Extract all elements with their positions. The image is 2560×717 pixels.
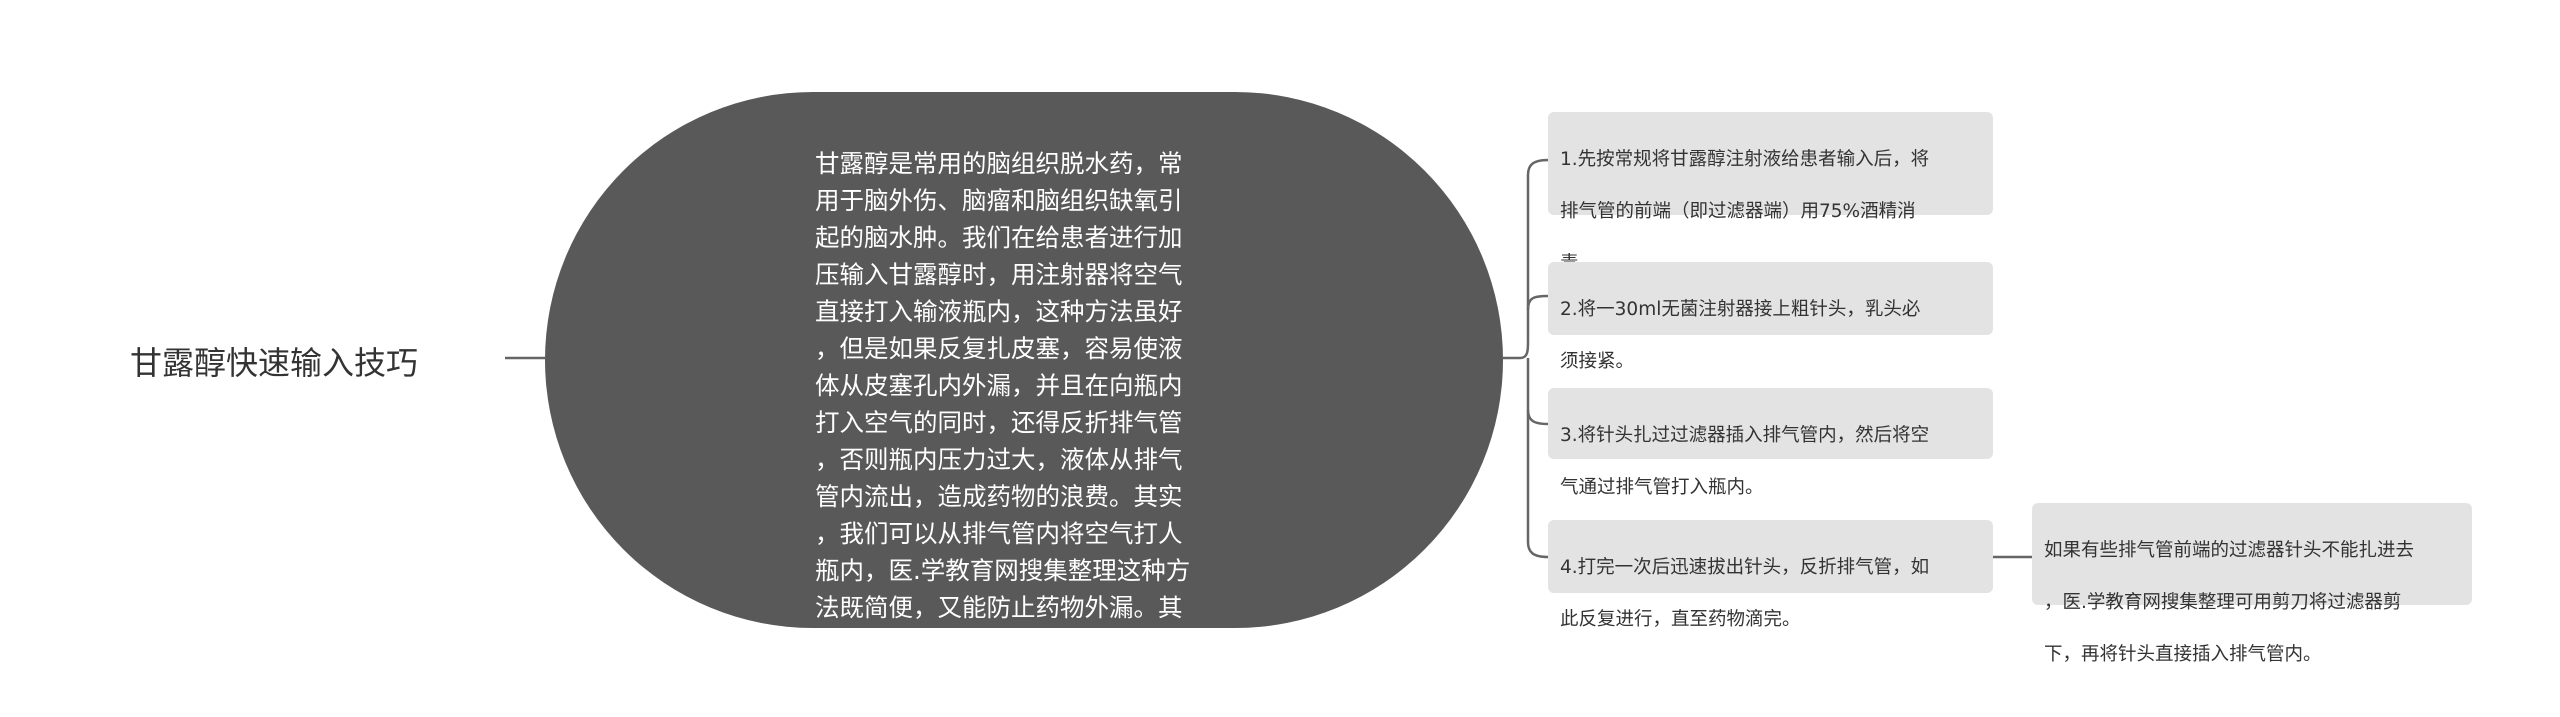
center-line: 压输入甘露醇时，用注射器将空气 <box>815 260 1183 289</box>
center-topic: 甘露醇是常用的脑组织脱水药，常 用于脑外伤、脑瘤和脑组织缺氧引 起的脑水肿。我们… <box>545 92 1503 659</box>
center-line: 用于脑外伤、脑瘤和脑组织缺氧引 <box>815 186 1183 215</box>
tree-trunk <box>1503 158 1549 559</box>
branch-2 <box>1526 294 1549 311</box>
center-line: 瓶内，医.学教育网搜集整理这种方 <box>815 556 1191 585</box>
center-line: ，但是如果反复扎皮塞，容易使液 <box>815 334 1183 363</box>
center-line: 直接打入输液瓶内，这种方法虽好 <box>815 297 1183 326</box>
note-line: 如果有些排气管前端的过滤器针头不能扎进去 <box>2044 540 2415 561</box>
step-2-line: 须接紧。 <box>1560 351 1635 372</box>
note-node: 如果有些排气管前端的过滤器针头不能扎进去 ，医.学教育网搜集整理可用剪刀将过滤器… <box>2032 503 2472 665</box>
center-line: ，否则瓶内压力过大，液体从排气 <box>815 445 1183 474</box>
center-line: 具体方法如下： <box>815 630 987 659</box>
step-3-line: 3.将针头扎过过滤器插入排气管内，然后将空 <box>1560 425 1930 446</box>
step-3-line: 气通过排气管打入瓶内。 <box>1560 477 1764 498</box>
step-3-node: 3.将针头扎过过滤器插入排气管内，然后将空 气通过排气管打入瓶内。 <box>1548 388 1993 498</box>
step-1-line: 排气管的前端（即过滤器端）用75%酒精消 <box>1560 201 1916 222</box>
center-line: 法既简便，又能防止药物外漏。其 <box>815 593 1183 622</box>
step-1-node: 1.先按常规将甘露醇注射液给患者输入后，将 排气管的前端（即过滤器端）用75%酒… <box>1548 112 1993 274</box>
step-4-line: 4.打完一次后迅速拔出针头，反折排气管，如 <box>1560 557 1930 578</box>
step-2-node: 2.将一30ml无菌注射器接上粗针头，乳头必 须接紧。 <box>1548 262 1993 372</box>
note-line: 下，再将针头直接插入排气管内。 <box>2044 644 2322 665</box>
note-line: ，医.学教育网搜集整理可用剪刀将过滤器剪 <box>2044 592 2402 613</box>
center-line: 管内流出，造成药物的浪费。其实 <box>815 482 1183 511</box>
center-line: 打入空气的同时，还得反折排气管 <box>815 408 1183 437</box>
step-4-node: 4.打完一次后迅速拔出针头，反折排气管，如 此反复进行，直至药物滴完。 <box>1548 520 1993 630</box>
step-2-line: 2.将一30ml无菌注射器接上粗针头，乳头必 <box>1560 299 1921 320</box>
center-line: 甘露醇是常用的脑组织脱水药，常 <box>815 149 1183 178</box>
root-topic: 甘露醇快速输入技巧 <box>130 344 419 382</box>
step-4-line: 此反复进行，直至药物滴完。 <box>1560 609 1801 630</box>
center-topic-text: 甘露醇是常用的脑组织脱水药，常 用于脑外伤、脑瘤和脑组织缺氧引 起的脑水肿。我们… <box>815 108 1255 663</box>
center-line: 体从皮塞孔内外漏，并且在向瓶内 <box>815 371 1183 400</box>
center-line: 起的脑水肿。我们在给患者进行加 <box>815 223 1183 252</box>
step-1-line: 1.先按常规将甘露醇注射液给患者输入后，将 <box>1560 149 1930 170</box>
center-line: ，我们可以从排气管内将空气打人 <box>815 519 1183 548</box>
branch-3 <box>1526 409 1549 426</box>
